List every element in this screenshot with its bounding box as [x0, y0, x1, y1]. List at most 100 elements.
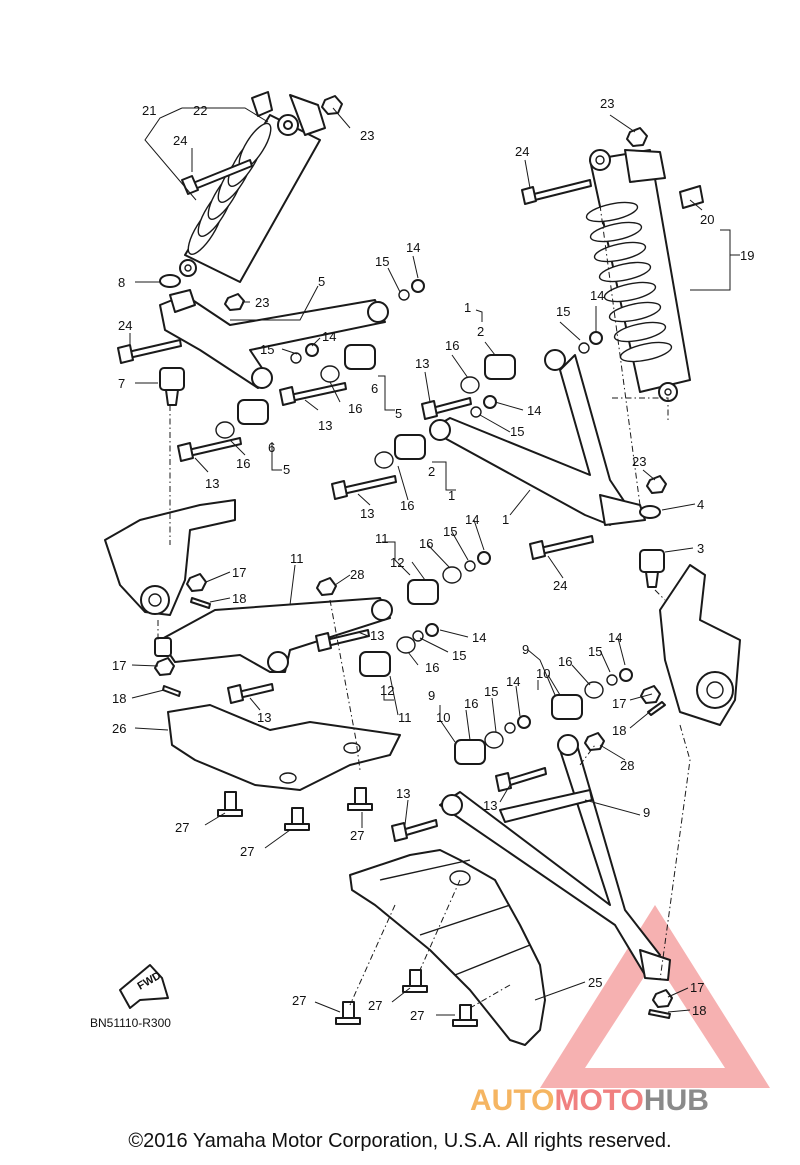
bolts-27-skid-26 — [217, 787, 373, 831]
bolts-13-lower-right — [391, 767, 547, 842]
callout-14f: 14 — [472, 630, 486, 645]
callout-8: 8 — [118, 275, 125, 290]
callout-18: 18 — [232, 591, 246, 606]
right-lower-arm — [439, 734, 671, 981]
callout-16d: 16 — [400, 498, 414, 513]
callout-28: 28 — [350, 567, 364, 582]
callout-15e: 15 — [443, 524, 457, 539]
washers-14-15-lower-left — [412, 551, 491, 642]
callout-16e: 16 — [419, 536, 433, 551]
callout-19: 19 — [740, 248, 754, 263]
callout-13h: 13 — [396, 786, 410, 801]
callout-6: 6 — [371, 381, 378, 396]
nut-23-right-top — [626, 127, 648, 147]
right-upper-arm — [429, 349, 646, 526]
nut-28-left — [316, 577, 337, 596]
callout-9b: 9 — [428, 688, 435, 703]
watermark-part-2: MOTO — [554, 1084, 644, 1117]
callout-16f: 16 — [425, 660, 439, 675]
callout-1: 1 — [464, 300, 471, 315]
callout-15f: 15 — [452, 648, 466, 663]
callout-16: 16 — [348, 401, 362, 416]
nut-23-lower-right — [646, 475, 667, 494]
callout-14: 14 — [406, 240, 420, 255]
callout-18b: 18 — [112, 691, 126, 706]
bushings-10 — [454, 681, 604, 765]
callout-21: 21 — [142, 103, 156, 118]
callout-15: 15 — [375, 254, 389, 269]
callout-13e: 13 — [370, 628, 384, 643]
bushings-12 — [359, 566, 462, 677]
callout-4: 4 — [697, 497, 704, 512]
callout-24b: 24 — [118, 318, 132, 333]
callout-12b: 12 — [380, 683, 394, 698]
watermark-triangle — [540, 905, 770, 1088]
callout-3: 3 — [697, 541, 704, 556]
nut-23-upper-left — [224, 293, 245, 311]
ring-4 — [639, 505, 661, 519]
right-knuckle — [659, 564, 741, 726]
washers-14-15-lower-right — [504, 668, 633, 734]
left-upper-arm — [159, 289, 389, 389]
skid-plate-26 — [167, 704, 401, 791]
bolt-24-upper-left — [117, 339, 182, 364]
callout-27: 27 — [175, 820, 189, 835]
callout-13d: 13 — [360, 506, 374, 521]
nuts-17-pins-18-right — [640, 685, 673, 1019]
watermark-part-1: AUTO — [470, 1084, 555, 1117]
callout-17: 17 — [232, 565, 246, 580]
callout-23c: 23 — [600, 96, 614, 111]
callout-13b: 13 — [205, 476, 219, 491]
callout-14d: 14 — [527, 403, 541, 418]
diagram-code: BN51110-R300 — [90, 1016, 171, 1030]
callout-2b: 2 — [428, 464, 435, 479]
callout-14h: 14 — [506, 674, 520, 689]
bolt-24-lower-right — [529, 535, 594, 560]
callout-15b: 15 — [260, 342, 274, 357]
callout-7: 7 — [118, 376, 125, 391]
nut-28-right — [584, 732, 605, 751]
leader-lines — [129, 107, 740, 1016]
callout-1b: 1 — [448, 488, 455, 503]
callout-14b: 14 — [322, 329, 336, 344]
callout-13: 13 — [318, 418, 332, 433]
callout-9c: 9 — [643, 805, 650, 820]
bolts-27-skid-25 — [335, 969, 478, 1027]
callout-27f: 27 — [410, 1008, 424, 1023]
callout-27c: 27 — [350, 828, 364, 843]
bolts-13-left-upper — [177, 382, 347, 462]
callout-15h: 15 — [484, 684, 498, 699]
skid-plate-25 — [349, 849, 546, 1046]
label-plate-20 — [679, 185, 704, 209]
callout-27d: 27 — [292, 993, 306, 1008]
callout-13c: 13 — [415, 356, 429, 371]
callout-16h: 16 — [464, 696, 478, 711]
left-lower-arm — [154, 597, 393, 673]
callout-17c: 17 — [612, 696, 626, 711]
callout-26: 26 — [112, 721, 126, 736]
callout-11b: 11 — [375, 531, 389, 546]
callout-27b: 27 — [240, 844, 254, 859]
callout-11c: 11 — [398, 710, 412, 725]
callout-18c: 18 — [612, 723, 626, 738]
callout-14c: 14 — [590, 288, 604, 303]
watermark-logo: AUTOMOTOHUB — [470, 1084, 709, 1118]
ball-joint-7 — [159, 367, 185, 406]
callout-15c: 15 — [556, 304, 570, 319]
fwd-arrow-icon: FWD — [119, 964, 169, 1009]
callout-9: 9 — [522, 642, 529, 657]
callout-labels: 21 22 23 24 8 5 15 14 23 24 14 15 7 16 6… — [112, 96, 754, 1023]
callout-5b: 5 — [395, 406, 402, 421]
callout-14e: 14 — [465, 512, 479, 527]
ring-8 — [159, 274, 181, 288]
callout-5c: 5 — [283, 462, 290, 477]
bushing-stack-14-15 — [290, 279, 425, 364]
callout-27e: 27 — [368, 998, 382, 1013]
callout-12: 12 — [390, 555, 404, 570]
center-lines — [157, 204, 691, 1009]
bolts-13-lower-left — [227, 629, 370, 704]
callout-10b: 10 — [436, 710, 450, 725]
shock-bolt-24-right — [521, 179, 592, 205]
watermark-part-3: HUB — [643, 1084, 709, 1117]
